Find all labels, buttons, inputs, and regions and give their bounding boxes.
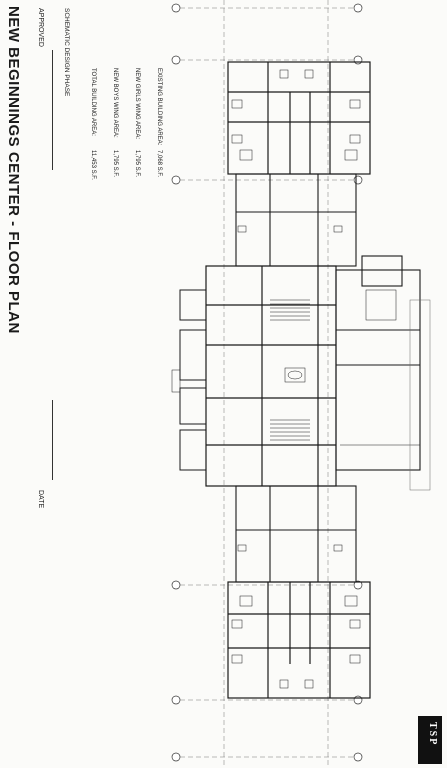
core-stairs [270,299,310,441]
stat-value-total: 11,453 S.F. [90,150,96,180]
stat-label-girls: NEW GIRLS WING AREA: [134,68,140,140]
phase-label: SCHEMATIC DESIGN PHASE [63,8,70,97]
approved-label: APPROVED [37,8,44,47]
date-label: DATE [37,490,44,509]
bottom-wing [227,581,371,699]
date-signature-line [52,400,53,480]
stat-label-existing: EXISTING BUILDING AREA: [156,68,162,146]
stat-value-boys: 1,795 S.F. [112,150,118,178]
stat-value-girls: 1,795 S.F. [134,150,140,178]
firm-logo-text: TSP [427,722,438,747]
bottom-wing-details [231,595,361,689]
stat-label-total: TOTAL BUILDING AREA: [90,68,96,136]
central-core [205,265,337,487]
top-wing [227,61,371,175]
grid-lines [180,0,360,768]
stat-label-boys: NEW BOYS WING AREA: [112,68,118,138]
stat-value-existing: 7,068 S.F. [156,150,162,178]
firm-logo [418,716,442,764]
top-corridor [235,173,357,267]
grid-bubbles [171,3,363,762]
approved-signature-line [52,50,53,170]
top-wing-details [231,69,361,161]
core-left-rooms [171,289,207,471]
bottom-corridor [235,485,357,583]
page-title: NEW BEGINNINGS CENTER - FLOOR PLAN [5,6,22,334]
core-right-area [335,255,431,491]
